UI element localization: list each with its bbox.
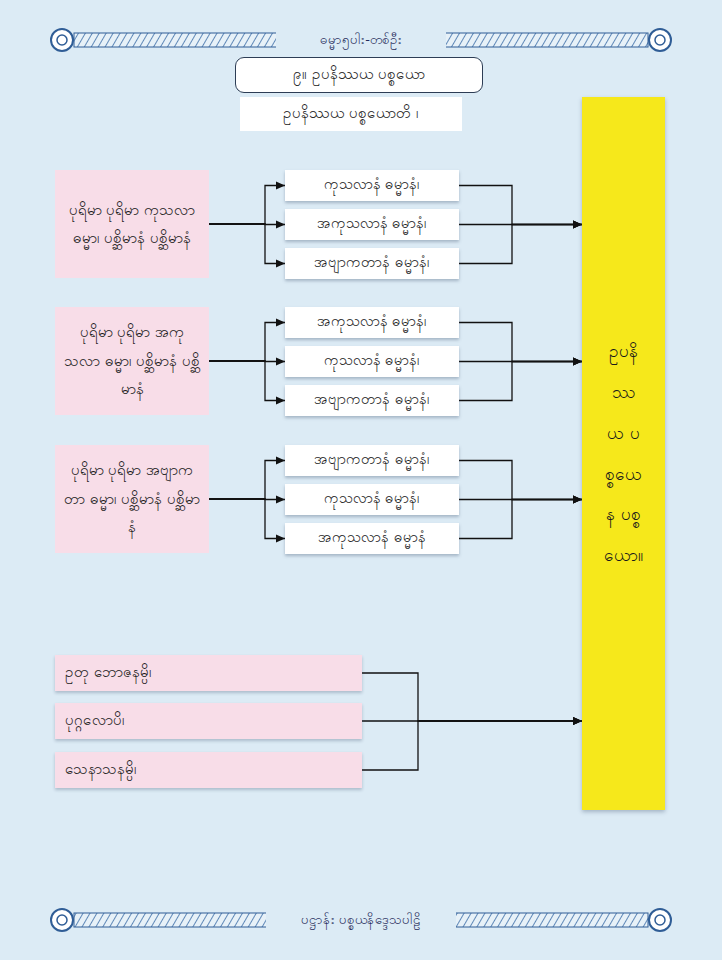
box-text: အဗျာကတာနံ ဓမ္မာနံ၊ (314, 450, 430, 471)
target-box: အကုသလာနံ ဓမ္မာနံ၊ (285, 307, 459, 338)
box-text: ဓမ္မာ၅ပါး-တစ်ဦး (320, 31, 402, 50)
bracket-connector (459, 323, 582, 362)
target-box: အဗျာကတာနံ ဓမ္မာနံ၊ (285, 248, 459, 279)
box-text: ကုသလာနံ ဓမ္မာနံ၊ (324, 489, 421, 510)
condition-box: ဥတု ဘောဇနမ္ပိ၊ (55, 655, 362, 691)
target-box: အဗျာကတာနံ ဓမ္မာနံ၊ (285, 445, 459, 476)
bracket-connector (209, 224, 285, 264)
band-rosette (655, 35, 665, 45)
bracket-connector (362, 673, 582, 721)
box-text: ဥပနိဿယ ပစ္စယေန ပစ္စယော။ (604, 331, 643, 576)
target-box: ကုသလာနံ ဓမ္မာနံ၊ (285, 346, 459, 377)
bracket-connector (459, 461, 582, 500)
condition-box: ပုဂ္ဂလောပိ၊ (55, 703, 362, 739)
bracket-connector (459, 500, 582, 539)
bracket-connector (209, 186, 285, 225)
target-box: အကုသလာနံ ဓမ္မာနံ၊ (285, 209, 459, 240)
band-rosette (655, 915, 665, 925)
box-text: ကုသလာနံ ဓမ္မာနံ၊ (324, 175, 421, 196)
target-box: ကုသလာနံ ဓမ္မာနံ၊ (285, 484, 459, 515)
bottom-band (51, 909, 671, 931)
band-footer: ပဋ္ဌာန်း ပစ္စယနိဒ္ဒေသပါဠိ (266, 909, 456, 932)
bracket-connector (209, 499, 285, 539)
bracket-connector (362, 721, 582, 770)
box-text: ၉။ ဥပနိဿယ ပစ္စယော (293, 64, 425, 86)
top-band (51, 29, 671, 51)
target-box: ကုသလာနံ ဓမ္မာနံ၊ (285, 170, 459, 201)
box-text: သေနာသနမ္ပိ၊ (65, 759, 137, 781)
source-box: ပုရိမာ ပုရိမာ အဗျာကတာ ဓမ္မာ၊ ပစ္ဆိမာနံ ပ… (55, 445, 209, 553)
source-box: ပုရိမာ ပုရိမာ ကုသလာ ဓမ္မာ၊ ပစ္ဆိမာနံ ပစ္… (55, 170, 209, 278)
box-text: အဗျာကတာနံ ဓမ္မာနံ၊ (314, 390, 430, 411)
band-heading: ဓမ္မာ၅ပါး-တစ်ဦး (276, 29, 446, 52)
band-rosette (51, 909, 73, 931)
bracket-connector (209, 361, 285, 401)
band-rosette (649, 29, 671, 51)
box-text: ပုရိမာ ပုရိမာ အဗျာကတာ ဓမ္မာ၊ ပစ္ဆိမာနံ ပ… (63, 456, 201, 542)
box-text: အဗျာကတာနံ ဓမ္မာနံ၊ (314, 253, 430, 274)
box-text: ပဋ္ဌာန်း ပစ္စယနိဒ္ဒေသပါဠိ (301, 911, 421, 930)
bracket-connector (459, 362, 582, 401)
title-box: ၉။ ဥပနိဿယ ပစ္စယော (235, 57, 483, 93)
band-rosette (51, 29, 73, 51)
source-box: ပုရိမာ ပုရိမာ အကုသလာ ဓမ္မာ၊ ပစ္ဆိမာနံ ပစ… (55, 307, 209, 415)
bracket-connector (209, 461, 285, 500)
box-text: ပုဂ္ဂလောပိ၊ (65, 710, 125, 732)
box-text: ပုရိမာ ပုရိမာ အကုသလာ ဓမ္မာ၊ ပစ္ဆိမာနံ ပစ… (63, 318, 201, 404)
box-text: အကုသလာနံ ဓမ္မာနံ (318, 528, 426, 549)
box-text: ဥပနိဿယ ပစ္စယောတိ ၊ (283, 103, 419, 125)
box-text: ပုရိမာ ပုရိမာ ကုသလာ ဓမ္မာ၊ ပစ္ဆိမာနံ ပစ္… (63, 196, 201, 253)
band-rosette (57, 35, 67, 45)
result-column: ဥပနိဿယ ပစ္စယေန ပစ္စယော။ (582, 97, 665, 810)
condition-box: သေနာသနမ္ပိ၊ (55, 752, 362, 788)
band-rosette (649, 909, 671, 931)
box-text: အကုသလာနံ ဓမ္မာနံ၊ (317, 214, 428, 235)
target-box: အကုသလာနံ ဓမ္မာနံ (285, 523, 459, 554)
box-text: အကုသလာနံ ဓမ္မာနံ၊ (317, 312, 428, 333)
box-text: ဥတု ဘောဇနမ္ပိ၊ (65, 662, 152, 684)
bracket-connector (459, 186, 582, 225)
subtitle-box: ဥပနိဿယ ပစ္စယောတိ ၊ (240, 97, 462, 131)
target-box: အဗျာကတာနံ ဓမ္မာနံ၊ (285, 385, 459, 416)
band-rosette (57, 915, 67, 925)
bracket-connector (459, 225, 582, 264)
bracket-connector (209, 323, 285, 362)
box-text: ကုသလာနံ ဓမ္မာနံ၊ (324, 351, 421, 372)
